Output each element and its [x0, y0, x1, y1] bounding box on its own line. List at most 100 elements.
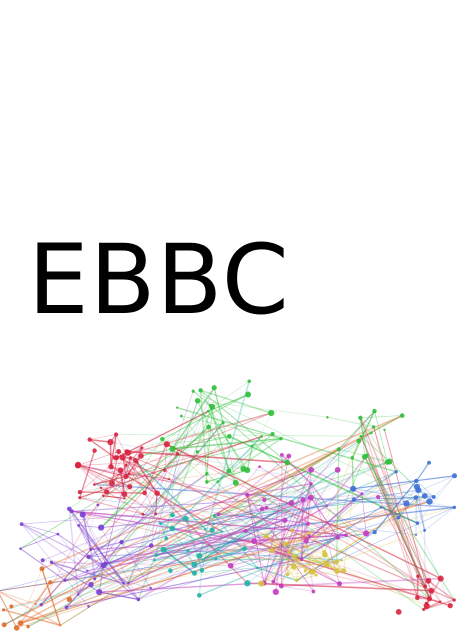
- network-node: [309, 568, 316, 575]
- network-node: [40, 558, 45, 563]
- network-edge: [338, 410, 375, 450]
- network-edge: [373, 426, 419, 577]
- network-edge: [218, 466, 260, 515]
- network-node: [242, 546, 248, 551]
- network-node: [49, 560, 54, 564]
- network-node: [140, 446, 144, 450]
- network-edge: [221, 531, 246, 550]
- network-node: [311, 589, 316, 594]
- network-node: [79, 511, 86, 518]
- network-edge: [88, 473, 208, 558]
- network-node: [148, 543, 154, 548]
- network-node: [88, 581, 94, 588]
- network-edge: [326, 454, 368, 507]
- network-edge: [110, 434, 117, 467]
- network-edge: [222, 422, 237, 483]
- network-node: [170, 512, 175, 518]
- network-node: [209, 403, 216, 410]
- network-edge: [155, 493, 158, 514]
- network-node: [160, 546, 167, 553]
- network-node: [351, 497, 357, 502]
- network-node: [258, 465, 261, 469]
- network-node: [128, 456, 133, 460]
- network-edge: [181, 415, 282, 439]
- network-node: [250, 444, 254, 448]
- network-node: [336, 447, 341, 452]
- network-node: [287, 550, 291, 554]
- network-edge: [11, 501, 430, 607]
- network-edge: [160, 495, 425, 524]
- network-node: [244, 580, 251, 587]
- network-node: [256, 566, 259, 570]
- network-edge: [20, 548, 66, 581]
- network-node: [102, 494, 105, 498]
- network-node: [191, 561, 198, 568]
- network-node: [335, 535, 340, 540]
- network-edge: [51, 561, 231, 567]
- network-node: [315, 573, 318, 577]
- network-edge: [287, 554, 326, 576]
- network-node: [39, 566, 45, 572]
- network-node: [78, 496, 82, 500]
- network-node: [372, 530, 377, 535]
- network-node: [414, 478, 419, 484]
- network-edge: [128, 387, 215, 584]
- network-edge: [77, 461, 138, 466]
- network-node: [169, 525, 176, 532]
- network-node: [279, 452, 284, 457]
- network-node: [127, 484, 133, 490]
- network-edge: [310, 483, 340, 584]
- network-edge: [351, 457, 354, 489]
- network-node: [423, 528, 427, 532]
- network-node: [299, 557, 304, 562]
- network-node: [306, 522, 310, 526]
- network-edge: [137, 496, 312, 600]
- network-node: [194, 397, 201, 404]
- network-edge: [417, 523, 451, 606]
- network-node: [243, 529, 248, 533]
- network-edge: [266, 535, 427, 607]
- network-edge: [306, 545, 326, 556]
- network-node: [226, 468, 232, 474]
- network-node: [39, 603, 43, 607]
- network-node: [425, 578, 432, 584]
- network-edge: [27, 483, 312, 627]
- network-edge: [71, 499, 265, 512]
- network-node: [271, 579, 276, 584]
- network-node: [108, 463, 114, 470]
- network-node: [216, 512, 221, 517]
- network-edge: [207, 393, 249, 412]
- network-edge: [416, 576, 419, 598]
- network-node: [119, 454, 126, 461]
- network-edge: [202, 469, 339, 561]
- network-edge: [284, 531, 311, 545]
- network-edge: [64, 436, 230, 581]
- network-node: [414, 533, 418, 536]
- network-edge: [345, 534, 426, 587]
- network-edge: [353, 475, 455, 490]
- network-node: [395, 609, 402, 615]
- network-node: [365, 453, 369, 457]
- network-node: [396, 515, 401, 520]
- network-node: [305, 544, 309, 548]
- network-node: [384, 459, 390, 465]
- network-edge: [415, 497, 426, 531]
- network-node: [64, 605, 69, 610]
- network-node: [221, 421, 225, 425]
- network-node: [340, 558, 344, 562]
- network-node: [100, 562, 107, 569]
- network-edge: [88, 556, 139, 600]
- network-edge: [202, 469, 312, 561]
- network-node: [403, 500, 410, 507]
- network-edge: [71, 510, 347, 536]
- network-edge: [266, 535, 325, 553]
- network-edge: [21, 523, 58, 535]
- network-edge: [358, 417, 361, 442]
- network-edge: [71, 510, 261, 545]
- network-edge: [166, 443, 441, 580]
- network-edge: [116, 433, 361, 437]
- network-edge: [302, 499, 307, 541]
- network-node: [282, 541, 287, 546]
- network-edge: [247, 483, 312, 496]
